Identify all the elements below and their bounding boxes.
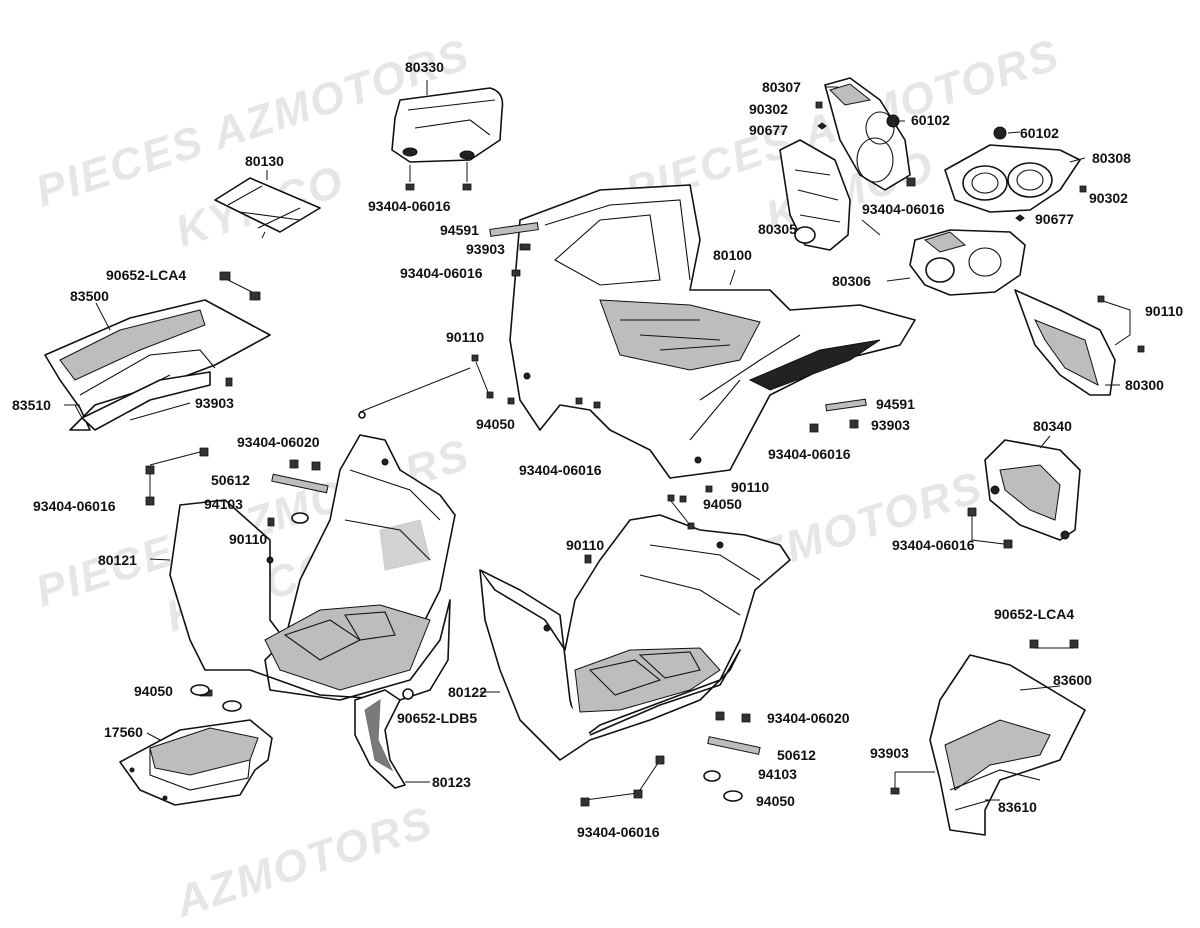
- part-label: 90110: [229, 531, 268, 547]
- part-label: 94050: [476, 416, 515, 432]
- meter-cover-80307-shape: [824, 77, 911, 191]
- part-label: 80340: [1033, 418, 1072, 434]
- part-label: 80330: [405, 59, 444, 75]
- part-label: 83510: [12, 397, 51, 413]
- bracket-80330-shape: [391, 87, 504, 191]
- part-label: 93404-06016: [400, 265, 483, 281]
- parts-drawing: [44, 77, 1145, 836]
- part-label: 80121: [98, 552, 137, 568]
- part-label: 94103: [758, 766, 797, 782]
- headlight-lens-80308-shape: [944, 144, 1081, 213]
- part-label: 93903: [466, 241, 505, 257]
- part-label: 93903: [195, 395, 234, 411]
- part-label: 83610: [998, 799, 1037, 815]
- part-label: 93404-06016: [519, 462, 602, 478]
- part-label: 80307: [762, 79, 801, 95]
- part-label: 90302: [749, 101, 788, 117]
- part-label: 90652-LDB5: [397, 710, 478, 726]
- part-label: 83600: [1053, 672, 1092, 688]
- part-label: 90302: [1089, 190, 1128, 206]
- part-label: 90110: [446, 329, 485, 345]
- side-cover-83600-shape: [929, 654, 1086, 836]
- part-label: 83500: [70, 288, 109, 304]
- part-label: 93404-06020: [237, 434, 320, 450]
- right-footrest-80122-shape: [479, 514, 791, 761]
- part-label: 94103: [204, 496, 243, 512]
- headlight-housing-80305-shape: [779, 139, 851, 251]
- part-label: 90652-LCA4: [106, 267, 187, 283]
- part-label: 80300: [1125, 377, 1164, 393]
- part-label: 93404-06016: [862, 201, 945, 217]
- part-label: 93404-06016: [892, 537, 975, 553]
- battery-cover-17560-shape: [119, 719, 273, 806]
- part-label: 94591: [876, 396, 915, 412]
- hardware-fasteners: [145, 101, 1087, 807]
- part-label: 80130: [245, 153, 284, 169]
- part-label: 80308: [1092, 150, 1131, 166]
- part-label: 94050: [134, 683, 173, 699]
- part-label: 94050: [703, 496, 742, 512]
- part-label: 50612: [777, 747, 816, 763]
- part-label: 90677: [749, 122, 788, 138]
- left-footrest-80121-shape: [169, 434, 456, 701]
- part-label: 60102: [1020, 125, 1059, 141]
- part-label: 80306: [832, 273, 871, 289]
- part-label: 93404-06016: [33, 498, 116, 514]
- part-label: 93404-06020: [767, 710, 850, 726]
- part-label: 93404-06016: [577, 824, 660, 840]
- part-label: 17560: [104, 724, 143, 740]
- part-label: 60102: [911, 112, 950, 128]
- part-label: 93404-06016: [768, 446, 851, 462]
- part-label: 80123: [432, 774, 471, 790]
- part-label: 93404-06016: [368, 198, 451, 214]
- label-leader-lines: [64, 80, 1120, 801]
- part-label: 93903: [870, 745, 909, 761]
- bracket-80340-shape: [984, 439, 1081, 541]
- mud-flap-80123-shape: [354, 689, 406, 789]
- part-label: 93903: [871, 417, 910, 433]
- part-label: 80305: [758, 221, 797, 237]
- part-label: 90652-LCA4: [994, 606, 1075, 622]
- part-label: 94591: [440, 222, 479, 238]
- part-label: 80100: [713, 247, 752, 263]
- exploded-parts-diagram: PIECES AZMOTORS KYMCO PIECES AZMOTORS KY…: [12, 30, 1184, 927]
- plate-80130-shape: [214, 177, 321, 239]
- side-cover-83500-shape: [44, 299, 271, 431]
- part-label: 50612: [211, 472, 250, 488]
- part-label: 94050: [756, 793, 795, 809]
- part-label: 90677: [1035, 211, 1074, 227]
- grill-80300-shape: [1014, 289, 1145, 396]
- part-label: 90110: [731, 479, 770, 495]
- headlight-unit-80306-shape: [909, 229, 1026, 296]
- part-label: 90110: [566, 537, 605, 553]
- part-label: 80122: [448, 684, 487, 700]
- rear-fender-80100-shape: [509, 184, 916, 479]
- part-label: 90110: [1145, 303, 1184, 319]
